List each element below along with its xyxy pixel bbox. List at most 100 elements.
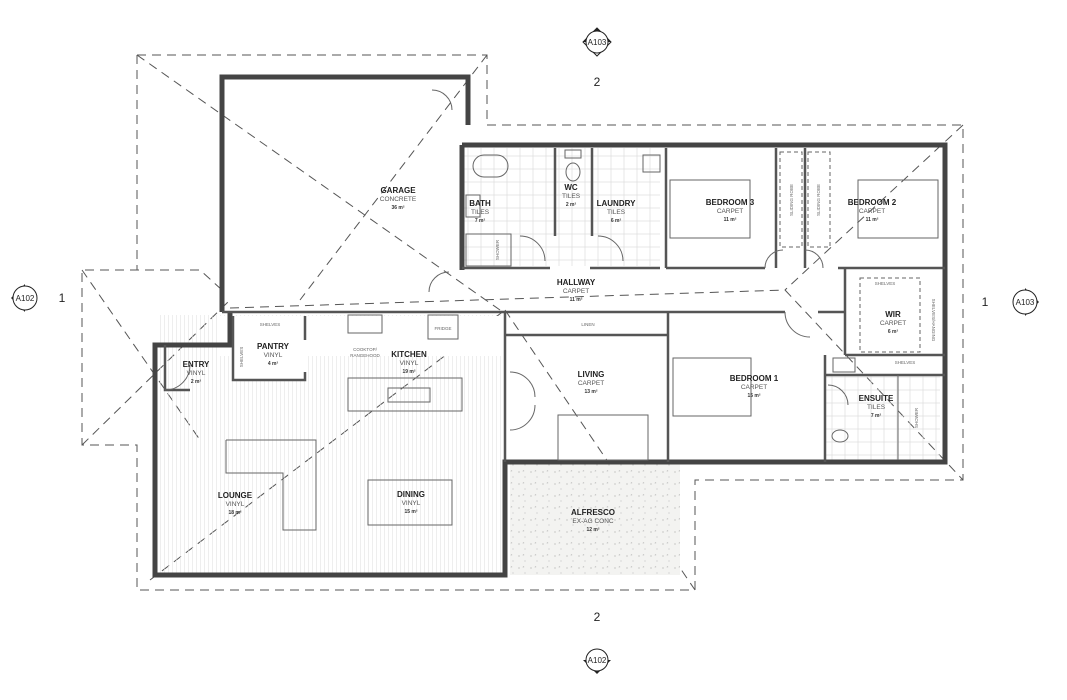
sliding-robe-2 bbox=[807, 151, 831, 248]
room-area: 15 m² bbox=[747, 393, 760, 399]
section-ref: A103 bbox=[588, 38, 607, 47]
room-area: 4 m² bbox=[268, 361, 279, 367]
room-name: WIR bbox=[885, 310, 901, 319]
room-name: DINING bbox=[397, 490, 425, 499]
room-area: 6 m² bbox=[888, 329, 899, 335]
label-sliding-robe-2: SLIDING ROBE bbox=[816, 184, 821, 216]
room-area: 18 m² bbox=[228, 510, 241, 516]
section-num: 1 bbox=[59, 291, 66, 305]
room-area: 7 m² bbox=[871, 413, 882, 419]
tile-floor-ensuite bbox=[826, 375, 940, 460]
room-floor: CARPET bbox=[880, 320, 906, 327]
label-pantry-shelves: SHELVES bbox=[260, 322, 280, 327]
room-name: BATH bbox=[469, 199, 491, 208]
label-ensuite-shelves: SHELVES bbox=[895, 360, 915, 365]
room-area: 11 m² bbox=[866, 217, 879, 223]
room-name: ENTRY bbox=[183, 360, 210, 369]
fixtures bbox=[164, 89, 939, 531]
door-swings bbox=[164, 89, 849, 431]
pantry-floor bbox=[233, 316, 305, 380]
label-cooktop: COOKTOP/ bbox=[353, 347, 377, 352]
room-floor: CARPET bbox=[717, 208, 743, 215]
label-wir-hanging: SHELVES/HANGING bbox=[931, 299, 936, 342]
room-area: 2 m² bbox=[191, 379, 202, 385]
room-floor: VINYL bbox=[187, 370, 206, 377]
kitchen-sink bbox=[387, 387, 431, 403]
room-name: GARAGE bbox=[380, 186, 416, 195]
bed-1 bbox=[672, 357, 752, 417]
wc-toilet bbox=[565, 162, 581, 182]
wc-cistern bbox=[564, 149, 582, 159]
alfresco-slab bbox=[510, 463, 680, 575]
living-sofa bbox=[557, 414, 649, 461]
ensuite-vanity bbox=[832, 357, 856, 373]
section-num: 2 bbox=[594, 610, 601, 624]
room-floor: TILES bbox=[607, 209, 626, 216]
sliding-robe-1 bbox=[779, 151, 803, 248]
fridge bbox=[427, 314, 459, 340]
exterior-walls bbox=[152, 74, 948, 578]
room-name: BEDROOM 3 bbox=[706, 198, 755, 207]
section-marker-bottom[interactable]: A102 2 bbox=[583, 610, 611, 674]
room-floor: VINYL bbox=[402, 500, 421, 507]
label-linen: LINEN bbox=[581, 322, 594, 327]
label-sliding-robe-1: SLIDING ROBE bbox=[789, 184, 794, 216]
tile-floor-wet bbox=[464, 148, 660, 266]
room-area: 7 m² bbox=[475, 218, 486, 224]
roof-outline bbox=[81, 54, 964, 591]
room-floor: CARPET bbox=[578, 380, 604, 387]
room-floor: TILES bbox=[562, 193, 581, 200]
room-name: LOUNGE bbox=[218, 491, 253, 500]
laundry-tub bbox=[642, 154, 661, 173]
room-area: 19 m² bbox=[402, 369, 415, 375]
bed-3 bbox=[669, 179, 751, 239]
label-wir-shelves: SHELVES bbox=[875, 281, 895, 286]
room-name: KITCHEN bbox=[391, 350, 427, 359]
room-name: PANTRY bbox=[257, 342, 290, 351]
annotations: SHELVES SHELVES COOKTOP/ RANGEHOOD FRIDG… bbox=[239, 184, 936, 428]
room-name: WC bbox=[564, 183, 578, 192]
room-area: 11 m² bbox=[724, 217, 737, 223]
label-ensuite-shower: SHOWER bbox=[914, 407, 919, 428]
room-area: 12 m² bbox=[586, 527, 599, 533]
label-rangehood: RANGEHOOD bbox=[350, 353, 380, 358]
dining-table bbox=[367, 479, 453, 526]
room-name: BEDROOM 2 bbox=[848, 198, 897, 207]
room-floor: VINYL bbox=[264, 352, 283, 359]
room-floor: CARPET bbox=[741, 384, 767, 391]
room-floor: CARPET bbox=[563, 288, 589, 295]
room-floor: VINYL bbox=[400, 360, 419, 367]
cooktop bbox=[347, 314, 383, 334]
section-marker-right[interactable]: A103 1 bbox=[982, 288, 1039, 316]
section-marker-top[interactable]: A103 2 bbox=[582, 27, 612, 89]
room-floor: TILES bbox=[471, 209, 490, 216]
room-area: 15 m² bbox=[404, 509, 417, 515]
bath-shower bbox=[465, 233, 512, 267]
section-marker-left[interactable]: A102 1 bbox=[11, 284, 66, 312]
section-ref: A102 bbox=[588, 656, 607, 665]
lounge-sofa bbox=[225, 439, 317, 531]
ensuite-toilet bbox=[831, 429, 849, 443]
vinyl-floor bbox=[157, 315, 505, 573]
room-area: 2 m² bbox=[566, 202, 577, 208]
section-ref: A102 bbox=[16, 294, 35, 303]
room-name: LIVING bbox=[578, 370, 605, 379]
bed-2 bbox=[857, 179, 939, 239]
room-floor: CONCRETE bbox=[380, 196, 417, 203]
room-area: 6 m² bbox=[611, 218, 622, 224]
label-pantry-shelves-side: SHELVES bbox=[239, 347, 244, 367]
room-name: LAUNDRY bbox=[597, 199, 636, 208]
wir-hanging bbox=[859, 277, 921, 353]
